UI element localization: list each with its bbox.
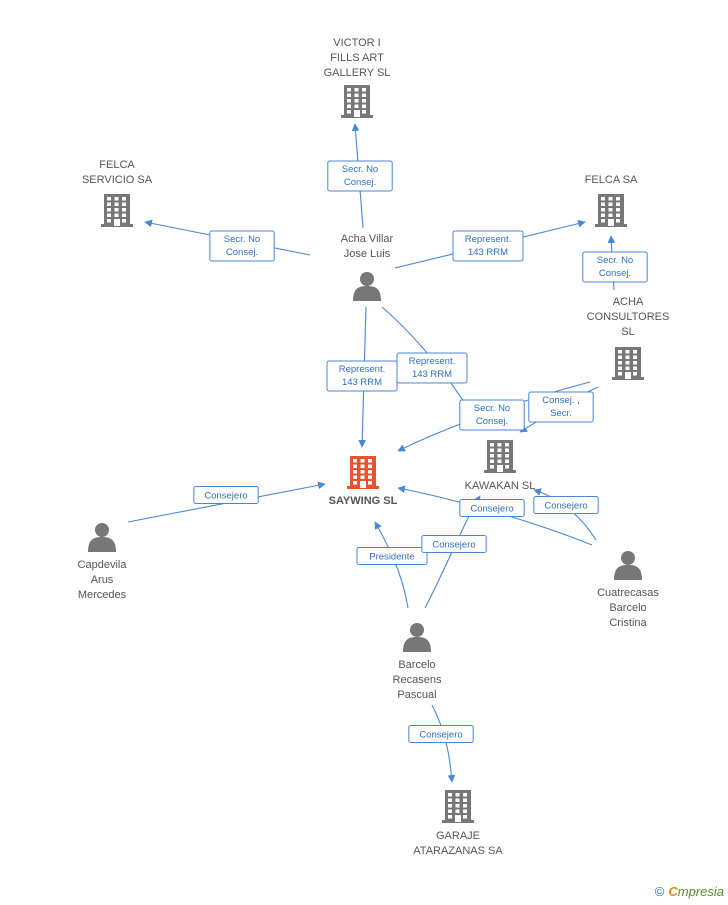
edge-label-text: 143 RRM bbox=[468, 247, 508, 258]
edge-label-acha_villar-to-felca_servicio[interactable]: Secr. No Consej. bbox=[209, 230, 275, 262]
edge-label-text: Consejero bbox=[419, 730, 462, 741]
edge-label-text: Presidente bbox=[369, 552, 414, 563]
edge-label-box bbox=[459, 499, 525, 517]
felca-sa-label[interactable]: FELCA SA bbox=[585, 174, 638, 186]
kawakan-building-icon[interactable] bbox=[484, 440, 516, 473]
edge-label-box bbox=[356, 547, 428, 565]
acha-villar-person-icon[interactable] bbox=[353, 272, 381, 301]
brand-initial: C bbox=[668, 884, 678, 899]
acha-consultores-building-icon[interactable] bbox=[612, 347, 644, 380]
edge-label-text: Consej. bbox=[599, 268, 631, 279]
barcelo-label[interactable]: Recasens bbox=[393, 674, 442, 686]
edge-label-acha_villar-to-saywing[interactable]: Represent. 143 RRM bbox=[326, 360, 398, 392]
edge-label-acha_consultores-to-saywing[interactable]: Secr. No Consej. bbox=[459, 399, 525, 431]
edge-label-text: Represent. bbox=[409, 356, 455, 367]
garaje-label[interactable]: GARAJE bbox=[436, 830, 480, 842]
capdevila-label[interactable]: Capdevila bbox=[78, 559, 128, 571]
edge-label-box bbox=[193, 486, 259, 504]
capdevila-label[interactable]: Arus bbox=[91, 574, 114, 586]
edge-label-text: Secr. No bbox=[224, 234, 260, 245]
barcelo-person-icon[interactable] bbox=[403, 623, 431, 652]
capdevila-person-icon[interactable] bbox=[88, 523, 116, 552]
acha-consultores-label[interactable]: ACHA bbox=[613, 296, 644, 308]
edge-label-barcelo-to-garaje[interactable]: Consejero bbox=[408, 725, 474, 743]
felca-servicio-label[interactable]: FELCA bbox=[99, 159, 135, 171]
kawakan-label[interactable]: KAWAKAN SL bbox=[465, 480, 536, 492]
cuatrecasas-label[interactable]: Cristina bbox=[609, 617, 647, 629]
cuatrecasas-label[interactable]: Barcelo bbox=[609, 602, 646, 614]
edge-label-text: Represent. bbox=[339, 364, 385, 375]
edge-label-acha_villar-to-victor[interactable]: Secr. No Consej. bbox=[327, 160, 393, 192]
edge-label-cuatrecasas-to-kawakan[interactable]: Consejero bbox=[533, 496, 599, 514]
edge-label-capdevila-to-saywing[interactable]: Consejero bbox=[193, 486, 259, 504]
felca-sa-building-icon[interactable] bbox=[595, 194, 627, 227]
edge-label-box bbox=[421, 535, 487, 553]
capdevila-label[interactable]: Mercedes bbox=[78, 589, 127, 601]
edge-barcelo-to-garaje[interactable] bbox=[431, 704, 456, 783]
victor-label[interactable]: FILLS ART bbox=[330, 52, 384, 64]
edge-label-acha_consultores-to-kawakan[interactable]: Consej. , Secr. bbox=[528, 391, 594, 423]
garaje-label[interactable]: ATARAZANAS SA bbox=[413, 845, 503, 857]
edge-label-text: Consej. bbox=[344, 177, 376, 188]
felca-servicio-building-icon[interactable] bbox=[101, 194, 133, 227]
edge-label-text: Secr. No bbox=[474, 403, 510, 414]
edges-layer bbox=[127, 123, 616, 783]
edge-label-box bbox=[528, 391, 594, 423]
felca-servicio-label[interactable]: SERVICIO SA bbox=[82, 174, 153, 186]
edge-label-box bbox=[408, 725, 474, 743]
nodes-layer: VICTOR I FILLS ART GALLERY SL FELCA SERVICIO… bbox=[78, 37, 670, 857]
saywing-label[interactable]: SAYWING SL bbox=[329, 495, 398, 507]
garaje-building-icon[interactable] bbox=[442, 790, 474, 823]
edge-label-acha_villar-to-kawakan[interactable]: Represent. 143 RRM bbox=[396, 352, 468, 384]
edge-label-text: Secr. No bbox=[342, 164, 378, 175]
edge-label-text: Represent. bbox=[465, 234, 511, 245]
copyright-symbol: © bbox=[654, 884, 665, 899]
edge-label-barcelo-to-kawakan[interactable]: Consejero bbox=[421, 535, 487, 553]
edge-label-text: Secr. No bbox=[597, 255, 633, 266]
victor-building-icon[interactable] bbox=[341, 85, 373, 118]
edge-label-text: 143 RRM bbox=[342, 377, 382, 388]
edge-label-barcelo-to-saywing[interactable]: Presidente bbox=[356, 547, 428, 565]
cuatrecasas-label[interactable]: Cuatrecasas bbox=[597, 587, 659, 599]
edge-label-text: Consej. bbox=[476, 416, 508, 427]
barcelo-label[interactable]: Barcelo bbox=[398, 659, 435, 671]
victor-label[interactable]: GALLERY SL bbox=[324, 67, 391, 79]
edge-label-box bbox=[459, 399, 525, 431]
edge-label-text: Consej. , bbox=[542, 395, 580, 406]
edge-label-box bbox=[452, 230, 524, 262]
edge-label-text: Consej. bbox=[226, 247, 258, 258]
edge-label-text: Consejero bbox=[432, 540, 475, 551]
acha-consultores-label[interactable]: CONSULTORES bbox=[587, 311, 670, 323]
edge-label-box bbox=[582, 251, 648, 283]
acha-villar-label[interactable]: Acha Villar bbox=[341, 233, 394, 245]
acha-villar-label[interactable]: Jose Luis bbox=[344, 248, 391, 260]
edge-label-acha_consultores-to-felca_sa[interactable]: Secr. No Consej. bbox=[582, 251, 648, 283]
edge-label-acha_villar-to-felca_sa[interactable]: Represent. 143 RRM bbox=[452, 230, 524, 262]
cuatrecasas-person-icon[interactable] bbox=[614, 551, 642, 580]
edge-label-text: Secr. bbox=[550, 408, 572, 419]
edge-label-box bbox=[327, 160, 393, 192]
edge-label-box bbox=[396, 352, 468, 384]
edge-labels-layer: Secr. No Consej. Secr. No Consej. Represent.… bbox=[193, 160, 648, 743]
barcelo-label[interactable]: Pascual bbox=[397, 689, 436, 701]
edge-label-text: Consejero bbox=[544, 501, 587, 512]
edge-label-text: 143 RRM bbox=[412, 369, 452, 380]
edge-label-text: Consejero bbox=[204, 491, 247, 502]
edge-label-box bbox=[209, 230, 275, 262]
footer-brand[interactable]: ©Cmpresia bbox=[655, 884, 724, 899]
edge-label-text: Consejero bbox=[470, 504, 513, 515]
brand-name: mpresia bbox=[677, 884, 724, 899]
edge-label-box bbox=[533, 496, 599, 514]
victor-label[interactable]: VICTOR I bbox=[333, 37, 380, 49]
acha-consultores-label[interactable]: SL bbox=[621, 326, 634, 338]
saywing-building-icon[interactable] bbox=[347, 456, 379, 489]
edge-label-cuatrecasas-to-saywing[interactable]: Consejero bbox=[459, 499, 525, 517]
